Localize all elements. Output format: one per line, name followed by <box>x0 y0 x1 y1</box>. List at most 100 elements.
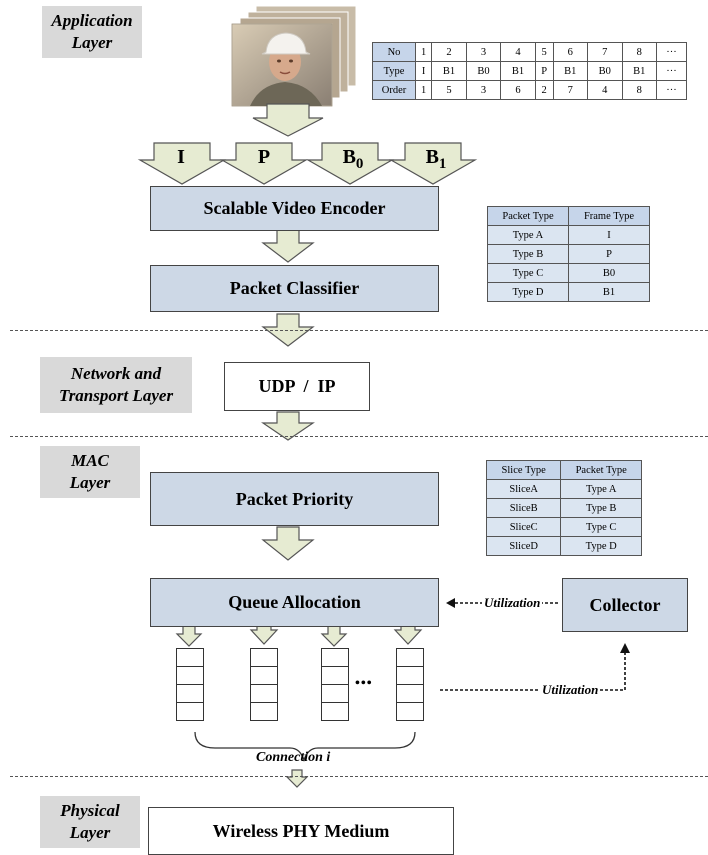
wireless-phy-label: Wireless PHY Medium <box>212 820 390 841</box>
packet-classifier-box: Packet Classifier <box>150 265 439 312</box>
table-cell: B1 <box>568 282 650 302</box>
network-layer-label-line1: Network and <box>70 364 162 383</box>
queue-allocation-box: Queue Allocation <box>150 578 439 627</box>
frame-label-b1-sub: 1 <box>438 156 447 172</box>
packet-classifier-label: Packet Classifier <box>229 278 360 298</box>
collector-label: Collector <box>589 594 661 615</box>
application-layer-label-line1: Application <box>51 11 133 30</box>
mac-layer-label-line2: Layer <box>69 473 111 492</box>
table-row: SliceA Type A <box>485 479 642 499</box>
arrow-p <box>219 142 309 185</box>
table-row: Type B P <box>487 244 650 264</box>
table-row: Type I B1 B0 B1 P B1 B0 B1 ··· <box>372 61 687 81</box>
table-row: Slice Type Packet Type <box>485 460 642 480</box>
arrow-i <box>137 142 227 185</box>
udp-ip-box: UDP / IP <box>224 362 370 411</box>
table-cell: No <box>372 42 416 62</box>
table-row: No 1 2 3 4 5 6 7 8 ··· <box>372 42 687 62</box>
frame-label-b1-text: B <box>425 146 439 168</box>
queue-3 <box>321 648 349 721</box>
table-cell: Type C <box>560 517 642 537</box>
video-frames-image <box>231 6 357 107</box>
arrow-connection-phy <box>285 769 309 788</box>
queue-1 <box>176 648 204 721</box>
arrow-encoder-classifier <box>261 229 315 263</box>
connection-label: Connection i <box>256 750 331 765</box>
table-header: Slice Type <box>485 460 562 480</box>
frame-label-b1: B1 <box>416 146 456 173</box>
table-cell: Order <box>372 80 416 100</box>
table-cell: Type A <box>560 479 642 499</box>
arrow-image-down <box>252 103 324 137</box>
physical-layer-label-line2: Layer <box>69 823 111 842</box>
queue-4 <box>396 648 424 721</box>
table-header: Packet Type <box>560 460 642 480</box>
table-cell: SliceA <box>485 479 562 499</box>
layer-separator <box>10 776 708 777</box>
scalable-video-encoder-box: Scalable Video Encoder <box>150 186 439 231</box>
table-row: Packet Type Frame Type <box>487 206 650 226</box>
slice-packet-table: Slice Type Packet Type SliceA Type A Sli… <box>485 460 642 556</box>
table-row: Type D B1 <box>487 282 650 302</box>
frame-label-p: P <box>249 146 279 169</box>
layer-separator <box>10 330 708 331</box>
table-row: Order 1 5 3 6 2 7 4 8 ··· <box>372 80 687 100</box>
arrow-priority-queue <box>261 526 315 561</box>
table-cell: Type A <box>487 225 569 245</box>
table-row: SliceB Type B <box>485 498 642 518</box>
arrow-queue-1 <box>175 625 203 647</box>
utilization-label-bottom: Utilization <box>540 682 601 698</box>
table-cell: Type <box>372 61 416 81</box>
utilization-label-top: Utilization <box>482 595 543 611</box>
frame-label-i: I <box>166 146 196 169</box>
table-cell: SliceD <box>485 536 562 556</box>
frame-label-b0-sub: 0 <box>355 156 364 172</box>
table-row: SliceC Type C <box>485 517 642 537</box>
queue-allocation-label: Queue Allocation <box>228 592 361 612</box>
queue-ellipsis: ••• <box>355 676 373 691</box>
table-cell: 3 <box>465 80 502 100</box>
frame-label-b0-text: B <box>342 146 356 168</box>
table-row: SliceD Type D <box>485 536 642 556</box>
network-layer-label-line2: Transport Layer <box>58 386 174 405</box>
table-cell: Type B <box>560 498 642 518</box>
arrowhead-utilization-left <box>446 598 455 608</box>
frame-label-b0: B0 <box>333 146 373 173</box>
arrow-b0 <box>305 142 395 185</box>
table-cell: ··· <box>656 80 687 100</box>
table-cell: B0 <box>568 263 650 283</box>
physical-layer-label-line1: Physical <box>60 801 120 820</box>
collector-box: Collector <box>562 578 688 632</box>
table-cell: SliceC <box>485 517 562 537</box>
frame-label-i-text: I <box>177 146 185 168</box>
table-cell: P <box>568 244 650 264</box>
table-cell: 6 <box>500 80 536 100</box>
table-cell: Type B <box>487 244 569 264</box>
table-cell: Type C <box>487 263 569 283</box>
connection-brace <box>194 731 416 763</box>
table-cell: I <box>568 225 650 245</box>
mac-layer-label-line1: MAC <box>71 451 109 470</box>
table-header: Frame Type <box>568 206 650 226</box>
arrow-udp-priority <box>261 411 315 441</box>
table-cell: SliceB <box>485 498 562 518</box>
arrow-b1 <box>388 142 478 185</box>
layer-separator <box>10 436 708 437</box>
table-row: Type C B0 <box>487 263 650 283</box>
table-cell: 1 <box>414 80 433 100</box>
table-row: Type A I <box>487 225 650 245</box>
table-cell: 2 <box>534 80 554 100</box>
packet-priority-box: Packet Priority <box>150 472 439 526</box>
table-cell: Type D <box>560 536 642 556</box>
queue-2 <box>250 648 278 721</box>
arrowhead-utilization-up <box>620 643 630 653</box>
scalable-video-encoder-label: Scalable Video Encoder <box>203 198 386 218</box>
wireless-phy-box: Wireless PHY Medium <box>148 807 454 855</box>
application-layer-label-line2: Layer <box>71 33 113 52</box>
table-cell: Type D <box>487 282 569 302</box>
mac-layer-label: MAC Layer <box>40 446 140 498</box>
